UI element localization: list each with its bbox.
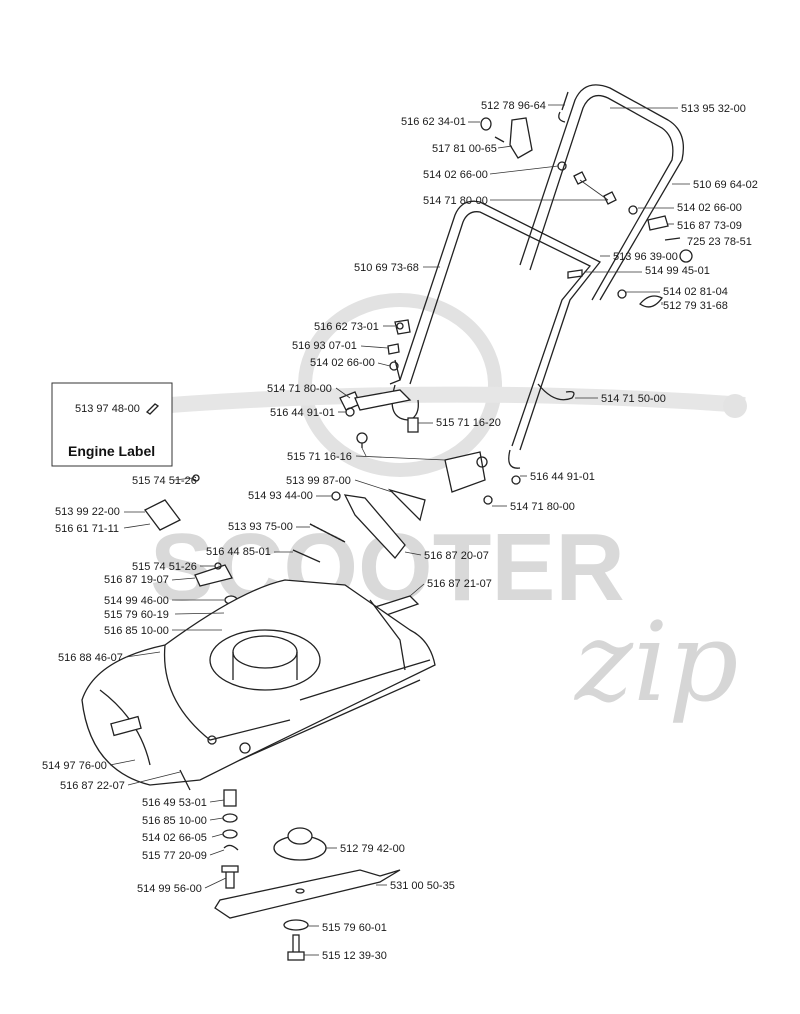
part-label: 514 99 56-00: [137, 883, 202, 895]
part-label: 515 74 51-26: [132, 475, 197, 487]
part-label: 515 79 60-19: [104, 609, 169, 621]
part-label: 531 00 50-35: [390, 880, 455, 892]
part-label: 510 69 64-02: [693, 179, 758, 191]
part-label: 516 87 20-07: [424, 550, 489, 562]
part-label: 515 79 60-01: [322, 922, 387, 934]
part-label: 512 78 96-64: [481, 100, 546, 112]
part-label: 516 44 91-01: [270, 407, 335, 419]
part-label: 514 97 76-00: [42, 760, 107, 772]
part-label: 514 02 66-05: [142, 832, 207, 844]
engine-label-icon: [145, 403, 160, 415]
part-label: 513 93 75-00: [228, 521, 293, 533]
part-label: 515 71 16-20: [436, 417, 501, 429]
part-label: 516 88 46-07: [58, 652, 123, 664]
part-label: 514 02 66-00: [423, 169, 488, 181]
part-label: 514 99 46-00: [104, 595, 169, 607]
deck-housing: [81, 579, 436, 791]
part-label: 516 49 53-01: [142, 797, 207, 809]
part-label: 514 71 50-00: [601, 393, 666, 405]
part-label: 513 96 39-00: [613, 251, 678, 263]
part-label: 515 74 51-26: [132, 561, 197, 573]
part-label: 516 87 19-07: [104, 574, 169, 586]
part-label: 514 02 81-04: [663, 286, 728, 298]
part-label: 516 87 22-07: [60, 780, 125, 792]
part-label: 516 61 71-11: [55, 523, 119, 535]
part-label: 516 62 73-01: [314, 321, 379, 333]
part-label: 514 93 44-00: [248, 490, 313, 502]
part-label: 516 85 10-00: [142, 815, 207, 827]
watermark-script: zip: [573, 598, 739, 726]
part-label: 725 23 78-51: [687, 236, 752, 248]
blade-assembly: [214, 789, 401, 961]
part-label: 516 93 07-01: [292, 340, 357, 352]
part-label: 516 85 10-00: [104, 625, 169, 637]
part-label: 516 87 73-09: [677, 220, 742, 232]
part-label: 517 81 00-65: [432, 143, 497, 155]
part-label: 513 99 22-00: [55, 506, 120, 518]
part-label: 516 62 34-01: [401, 116, 466, 128]
part-label: 514 71 80-00: [423, 195, 488, 207]
part-label: 514 71 80-00: [510, 501, 575, 513]
part-label: 514 71 80-00: [267, 383, 332, 395]
part-label: 515 12 39-30: [322, 950, 387, 962]
part-label: 514 02 66-00: [677, 202, 742, 214]
part-label: 512 79 42-00: [340, 843, 405, 855]
part-label: 513 99 87-00: [286, 475, 351, 487]
callouts: 512 78 96-64 513 95 32-00 516 62 34-01 5…: [42, 100, 758, 962]
part-label: 516 44 91-01: [530, 471, 595, 483]
part-label: 514 99 45-01: [645, 265, 710, 277]
part-label: 514 02 66-00: [310, 357, 375, 369]
part-label: 516 44 85-01: [206, 546, 271, 558]
engine-label-title: Engine Label: [68, 443, 155, 459]
part-label: 513 95 32-00: [681, 103, 746, 115]
part-label: 515 71 16-16: [287, 451, 352, 463]
part-label: 515 77 20-09: [142, 850, 207, 862]
part-label: 516 87 21-07: [427, 578, 492, 590]
part-label: 512 79 31-68: [663, 300, 728, 312]
handle-assembly: [339, 84, 693, 505]
engine-label-box: 513 97 48-00 Engine Label: [51, 382, 173, 467]
engine-label-part-number: 513 97 48-00: [75, 403, 140, 415]
part-label: 510 69 73-68: [354, 262, 419, 274]
